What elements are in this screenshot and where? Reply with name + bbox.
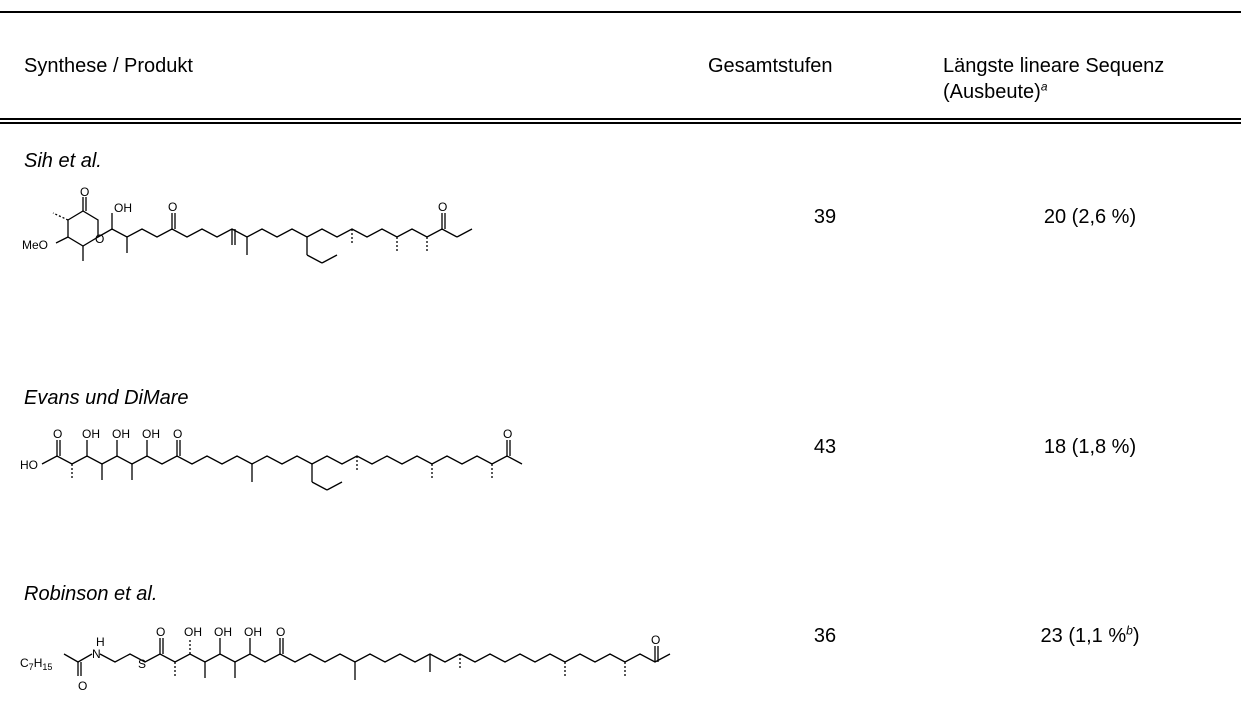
header-rule-1 xyxy=(0,118,1241,120)
sequence-sih: 20 (2,6 %) xyxy=(1043,206,1137,228)
amide-o-label: O xyxy=(78,679,87,693)
n-label: N xyxy=(92,647,101,661)
column-header-sequence: Längste lineare Sequenz (Ausbeute)a xyxy=(943,53,1164,105)
nh-label: H xyxy=(96,635,105,649)
footnote-a: a xyxy=(1040,79,1048,94)
column-header-product: Synthese / Produkt xyxy=(24,55,193,77)
ring-o-label: O xyxy=(95,232,104,246)
oh-label: OH xyxy=(114,201,132,215)
column-header-steps: Gesamtstufen xyxy=(708,55,833,77)
ho-label: HO xyxy=(20,458,38,472)
steps-sih: 39 xyxy=(813,206,837,228)
structure-evans: HO O OH OH OH O O xyxy=(20,427,523,491)
oh-label-1: OH xyxy=(82,427,100,441)
footnote-b: b xyxy=(1126,623,1133,638)
terminal-o-label: O xyxy=(438,200,447,214)
sequence-robinson-end: ) xyxy=(1132,625,1140,647)
oh-label-1: OH xyxy=(184,625,202,639)
sequence-header-line2: (Ausbeute) xyxy=(943,81,1041,103)
oh-label-2: OH xyxy=(112,427,130,441)
oh-label-3: OH xyxy=(244,625,262,639)
ketone-o-label: O xyxy=(168,200,177,214)
terminal-o-label: O xyxy=(503,427,512,441)
structure-sih: MeO O O OH O O xyxy=(22,185,473,264)
s-label: S xyxy=(138,657,146,671)
carbonyl-o-label: O xyxy=(80,185,89,199)
ketone-o-label: O xyxy=(276,625,285,639)
c7h15-label: C7H15 xyxy=(20,656,52,672)
sequence-robinson-main: 23 (1,1 % xyxy=(1040,625,1127,647)
header-rule-2 xyxy=(0,122,1241,124)
steps-evans: 43 xyxy=(813,436,837,458)
top-rule xyxy=(0,11,1241,13)
row-label-evans: Evans und DiMare xyxy=(24,387,189,409)
acid-o-label: O xyxy=(53,427,62,441)
row-label-sih: Sih et al. xyxy=(24,150,102,172)
sequence-evans: 18 (1,8 %) xyxy=(1043,436,1137,458)
thioester-o-label: O xyxy=(156,625,165,639)
ketone-o-label: O xyxy=(173,427,182,441)
oh-label-3: OH xyxy=(142,427,160,441)
meo-label: MeO xyxy=(22,238,48,252)
terminal-o-label: O xyxy=(651,633,660,647)
sequence-robinson: 23 (1,1 %b) xyxy=(1020,623,1160,648)
row-label-robinson: Robinson et al. xyxy=(24,583,158,605)
structure-robinson: C7H15 O N H S O OH OH OH O O xyxy=(20,625,671,693)
oh-label-2: OH xyxy=(214,625,232,639)
sequence-header-line1: Längste lineare Sequenz xyxy=(943,55,1165,77)
steps-robinson: 36 xyxy=(813,625,837,647)
